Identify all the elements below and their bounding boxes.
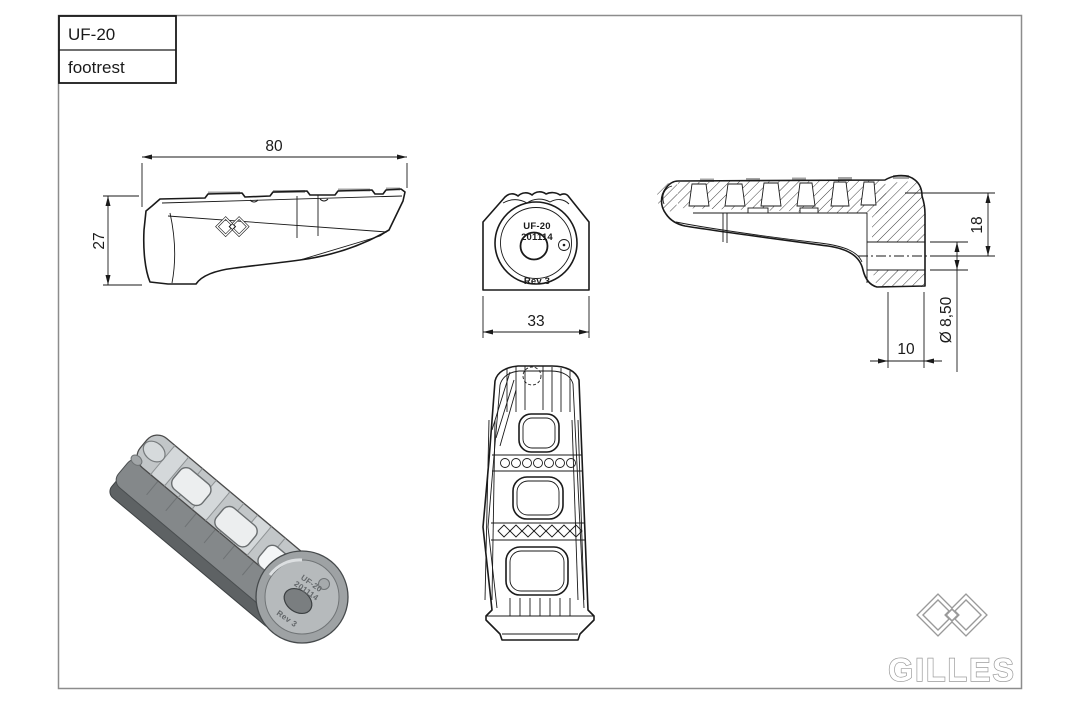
end-cap-inner-ring: [500, 207, 572, 279]
pin-hole-center: [562, 243, 566, 247]
title-block: UF-20 footrest: [58, 15, 177, 84]
top-view: [482, 365, 595, 641]
dim-18-label: 18: [969, 216, 986, 233]
dimension-33: 33: [482, 296, 590, 338]
top-view-detail-lines: [484, 366, 594, 635]
center-hole: [519, 231, 549, 261]
dimension-10: 10: [870, 292, 942, 368]
section-view: 18 Ø 8,50 10: [656, 174, 995, 372]
drawing-frame: [57, 14, 1023, 690]
section-grooves: [688, 181, 877, 207]
dim-10-label: 10: [897, 341, 915, 358]
dimension-27: 27: [91, 195, 142, 286]
dimension-hole-diameter: Ø 8,50: [930, 241, 968, 372]
side-view-detail-lines: [161, 195, 403, 284]
gilles-logo-mark: [920, 597, 984, 633]
iso-end-cap: UF-20 201114 Rev 3: [255, 550, 349, 644]
brand-logo: GILLES: [888, 597, 1016, 689]
dim-80-label: 80: [265, 138, 283, 155]
end-view-outline: [482, 191, 590, 291]
dim-33-label: 33: [527, 313, 544, 330]
top-view-outline: [482, 365, 595, 641]
end-view-scallop-line: [502, 198, 570, 205]
side-view: 80 27: [91, 138, 408, 286]
dimension-18: 18: [905, 192, 995, 257]
end-stamp-line2: 201114: [521, 232, 553, 243]
part-name-text: footrest: [68, 58, 125, 77]
section-detail-lines: [662, 185, 942, 283]
dim-27-label: 27: [91, 232, 108, 249]
end-cap-outer-circle: [494, 201, 578, 285]
gilles-wordmark: GILLES: [888, 652, 1016, 688]
dim-hole-label: Ø 8,50: [938, 296, 955, 343]
end-stamp-line1: UF-20: [523, 221, 550, 232]
dimension-80: 80: [141, 138, 408, 207]
end-view: UF-20 201114 Rev 3 33: [482, 191, 590, 338]
top-view-holes: [505, 413, 569, 596]
iso-view: UF-20 201114 Rev 3: [109, 434, 349, 644]
top-view-rib-bands: [491, 454, 585, 541]
end-stamp-rev: Rev 3: [524, 276, 550, 287]
side-view-outline: [142, 188, 406, 285]
section-outline: [660, 174, 926, 288]
part-number-text: UF-20: [68, 25, 115, 44]
pin-hole: [558, 239, 570, 251]
